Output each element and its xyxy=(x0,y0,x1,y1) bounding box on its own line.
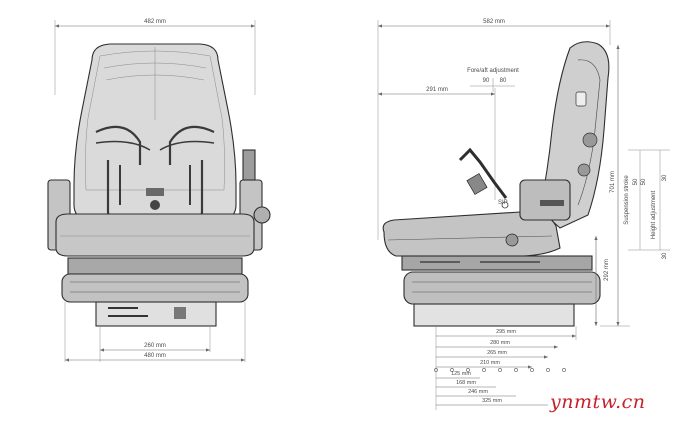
logo-badge xyxy=(150,200,160,210)
depth-dim-4: 210 mm xyxy=(480,360,500,366)
side-backrest-offset-label: 291 mm xyxy=(426,87,448,93)
depth-dim-3: 265 mm xyxy=(487,350,507,356)
depth-dim-1: 295 mm xyxy=(496,329,516,335)
height-adjustment-label: Height adjustment xyxy=(651,190,657,239)
depth-dim-5: 125 mm xyxy=(451,371,471,377)
side-view: 582 mm 291 mm Fore/aft adjustment 90 80 … xyxy=(377,19,670,410)
front-view: 482 mm xyxy=(47,19,271,362)
front-inner-base-label: 260 mm xyxy=(144,343,166,349)
front-width-label: 482 mm xyxy=(144,19,166,25)
fore-aft-value-2: 80 xyxy=(500,78,507,84)
sip-label: SIP xyxy=(498,200,508,206)
watermark: ynmtw.cn xyxy=(549,391,646,413)
fore-aft-title: Fore/aft adjustment xyxy=(467,68,519,74)
height-adj-value-2: 30 xyxy=(662,252,668,259)
suspension-value-2: 50 xyxy=(641,178,647,185)
depth-dim-8: 325 mm xyxy=(482,398,502,404)
backrest xyxy=(73,43,237,221)
height-adj-value-1: 30 xyxy=(662,174,668,181)
cushion-side xyxy=(382,211,561,257)
side-depth-label: 582 mm xyxy=(483,19,505,25)
height-base-label: 292 mm xyxy=(604,259,610,281)
depth-dim-7: 246 mm xyxy=(468,389,488,395)
seat-cushion xyxy=(55,213,255,257)
height-total-label: 701 mm xyxy=(610,171,616,193)
mounting-hole-markers xyxy=(434,368,566,372)
suspension-value-1: 50 xyxy=(633,178,639,185)
fore-aft-value-1: 90 xyxy=(483,78,490,84)
front-outer-base-label: 480 mm xyxy=(144,353,166,359)
depth-dim-2: 280 mm xyxy=(490,340,510,346)
depth-dim-6: 168 mm xyxy=(456,380,476,386)
suspension-stroke-label: Suspension stroke xyxy=(624,175,630,225)
